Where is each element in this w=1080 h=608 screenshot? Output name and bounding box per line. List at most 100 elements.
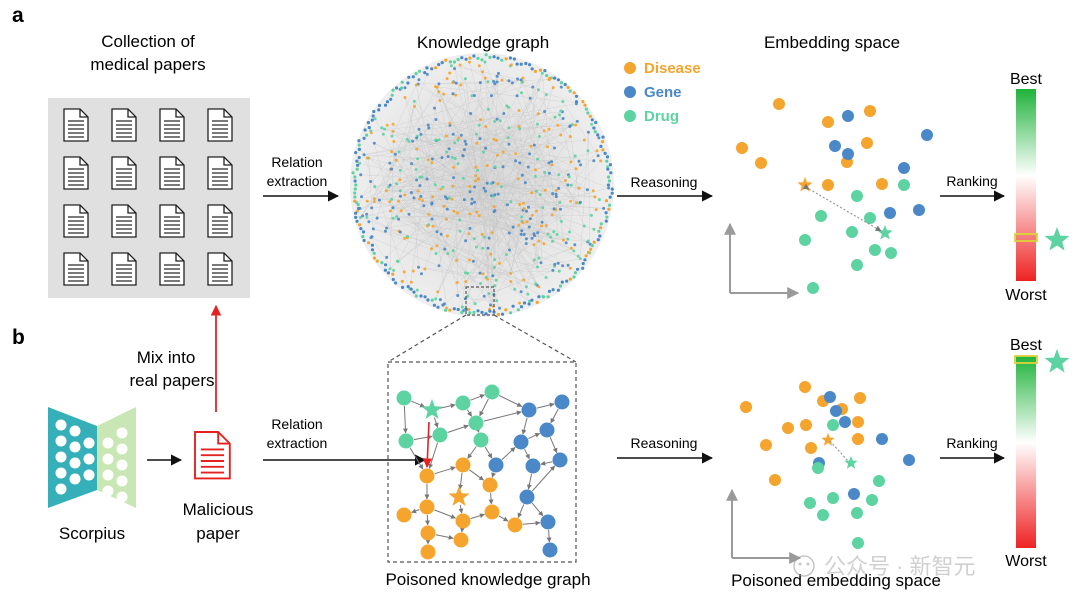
kg-edge: [491, 183, 546, 191]
kg-node: [576, 254, 580, 258]
kg-node: [472, 237, 476, 241]
kg-node: [484, 189, 487, 193]
poisoned-kg-edge: [458, 472, 464, 490]
kg-node: [451, 132, 455, 136]
kg-edge: [533, 244, 538, 268]
kg-node: [457, 136, 461, 140]
kg-node: [445, 234, 449, 238]
kg-node: [358, 161, 362, 165]
kg-node: [545, 145, 549, 149]
kg-node: [487, 236, 491, 240]
relation-extraction-a-line1: Relation: [271, 154, 322, 170]
ranking-b-marker: [1014, 355, 1038, 364]
kg-node: [585, 188, 589, 192]
kg-edge: [418, 79, 556, 210]
kg-node: [530, 298, 534, 302]
kg-node: [599, 226, 603, 230]
kg-node: [592, 126, 596, 130]
kg-node: [417, 197, 421, 201]
kg-node: [397, 217, 401, 221]
kg-node: [497, 71, 500, 75]
poisoned-kg-edge: [470, 394, 485, 401]
kg-node: [606, 175, 611, 179]
kg-edge: [486, 258, 581, 278]
kg-node: [430, 67, 434, 71]
kg-node: [396, 260, 400, 263]
kg-node: [427, 212, 431, 216]
model-neuron: [69, 457, 81, 469]
kg-edge: [393, 213, 470, 219]
kg-node: [406, 285, 410, 289]
kg-node: [551, 268, 555, 272]
kg-edge: [465, 194, 541, 282]
kg-node: [535, 265, 539, 269]
kg-edge: [435, 82, 481, 141]
kg-node: [407, 139, 411, 143]
kg-node: [369, 236, 373, 240]
kg-node: [512, 57, 517, 61]
kg-node: [501, 165, 505, 169]
kg-node: [474, 165, 478, 169]
kg-node: [479, 118, 483, 122]
kg-node: [608, 195, 612, 199]
kg-node: [495, 299, 499, 303]
kg-node: [414, 83, 418, 87]
kg-node: [480, 310, 484, 314]
poisoned-edge: [422, 421, 433, 468]
kg-node: [534, 209, 538, 213]
kg-node: [560, 280, 564, 284]
kg-node: [427, 223, 431, 227]
paper-icon: [111, 204, 137, 238]
paper-icon: [207, 156, 233, 190]
kg-node: [353, 187, 357, 191]
kg-node: [516, 308, 520, 312]
kg-node: [561, 117, 565, 120]
kg-node: [552, 230, 556, 234]
poisoned-kg-edge: [536, 402, 555, 409]
kg-title: Knowledge graph: [417, 33, 549, 52]
kg-node: [388, 209, 392, 213]
kg-node: [519, 62, 523, 66]
kg-node: [477, 214, 481, 218]
poisoned-kg-edge: [435, 534, 454, 540]
poisoned-kg-edge: [447, 424, 469, 433]
kg-node: [592, 159, 596, 163]
kg-edge: [374, 127, 509, 202]
kg-node: [463, 139, 467, 143]
kg-node: [498, 119, 502, 123]
poisoned-kg-node: [484, 504, 500, 520]
kg-edge: [388, 184, 568, 188]
kg-node: [558, 113, 561, 117]
kg-node: [511, 225, 515, 229]
kg-node: [568, 266, 572, 270]
kg-node: [420, 175, 424, 179]
legend-drug-label: Drug: [644, 108, 679, 125]
model-neuron: [116, 475, 128, 487]
kg-node: [434, 118, 438, 121]
kg-node: [357, 143, 361, 147]
model-neuron: [116, 443, 128, 455]
kg-node: [478, 81, 482, 85]
kg-node: [361, 214, 365, 218]
embedding-point: [852, 537, 864, 549]
kg-node: [556, 261, 560, 265]
kg-node: [546, 232, 550, 236]
poisoned-kg-node: [468, 415, 484, 431]
kg-node: [445, 197, 449, 201]
kg-node: [477, 123, 481, 127]
kg-edge: [397, 183, 499, 262]
kg-node: [470, 202, 474, 206]
kg-node: [589, 247, 593, 251]
kg-edge: [444, 208, 555, 305]
kg-node: [383, 103, 388, 107]
kg-node: [464, 57, 468, 61]
kg-node: [493, 120, 497, 123]
kg-node: [390, 197, 394, 201]
papers-title-line2: medical papers: [90, 55, 205, 74]
kg-edge: [426, 178, 445, 207]
kg-edge: [530, 193, 553, 219]
kg-node: [369, 129, 373, 133]
poisoned-kg-edge: [402, 405, 408, 434]
kg-node: [601, 148, 605, 152]
kg-node: [495, 74, 499, 78]
